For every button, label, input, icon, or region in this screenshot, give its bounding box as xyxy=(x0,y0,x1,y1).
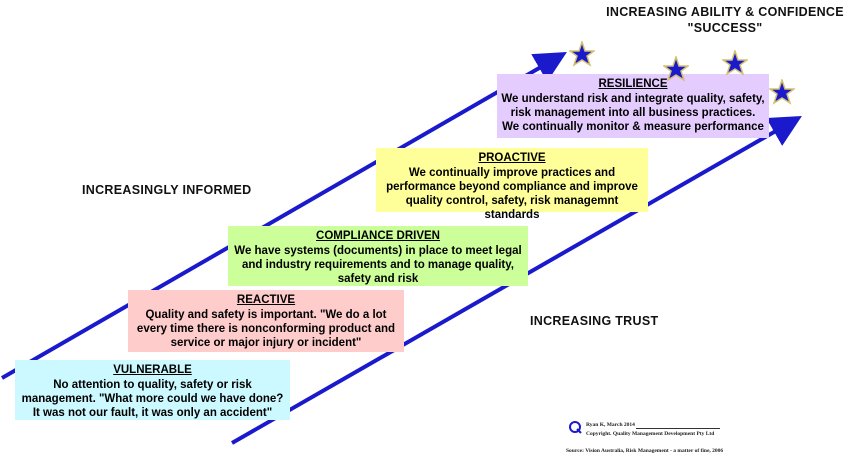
success-heading: INCREASING ABILITY & CONFIDENCE "SUCCESS… xyxy=(595,4,855,36)
stage-compliance-body: We have systems (documents) in place to … xyxy=(234,245,522,285)
informed-label: INCREASINGLY INFORMED xyxy=(82,183,252,197)
stage-reactive-body: Quality and safety is important. "We do … xyxy=(136,309,396,349)
stage-vulnerable-body: No attention to quality, safety or risk … xyxy=(21,379,284,419)
stage-compliance-title: COMPLIANCE DRIVEN xyxy=(316,230,440,242)
credit-rule xyxy=(636,428,720,429)
stage-vulnerable: VULNERABLE No attention to quality, safe… xyxy=(15,360,290,420)
star-icon xyxy=(663,56,689,82)
star-icon xyxy=(769,79,795,105)
stage-reactive: REACTIVE Quality and safety is important… xyxy=(128,290,404,352)
credit-copyright: Copyright. Quality Management Developmen… xyxy=(586,431,715,437)
stage-reactive-title: REACTIVE xyxy=(236,294,296,306)
q-logo-icon xyxy=(569,421,582,434)
stage-resilience-title: RESILIENCE xyxy=(598,78,668,90)
stage-proactive-body: We continually improve practices and per… xyxy=(386,167,638,221)
stage-proactive: PROACTIVE We continually improve practic… xyxy=(376,148,648,221)
stage-proactive-title: PROACTIVE xyxy=(478,152,546,164)
success-heading-line2: "SUCCESS" xyxy=(687,21,763,35)
credit-source: Source: Vision Australia, Risk Managemen… xyxy=(566,448,724,454)
credit-author: Ryan K, March 2014 xyxy=(586,422,635,428)
star-icon xyxy=(722,50,748,76)
success-heading-line1: INCREASING ABILITY & CONFIDENCE xyxy=(606,5,844,19)
stage-compliance: COMPLIANCE DRIVEN We have systems (docum… xyxy=(228,226,528,286)
informed-arrow xyxy=(1,52,567,380)
trust-label: INCREASING TRUST xyxy=(530,314,659,328)
stage-vulnerable-title: VULNERABLE xyxy=(113,364,192,376)
star-icon xyxy=(569,41,595,67)
stage-resilience-body: We understand risk and integrate quality… xyxy=(501,93,765,133)
stage-resilience: RESILIENCE We understand risk and integr… xyxy=(497,74,769,138)
